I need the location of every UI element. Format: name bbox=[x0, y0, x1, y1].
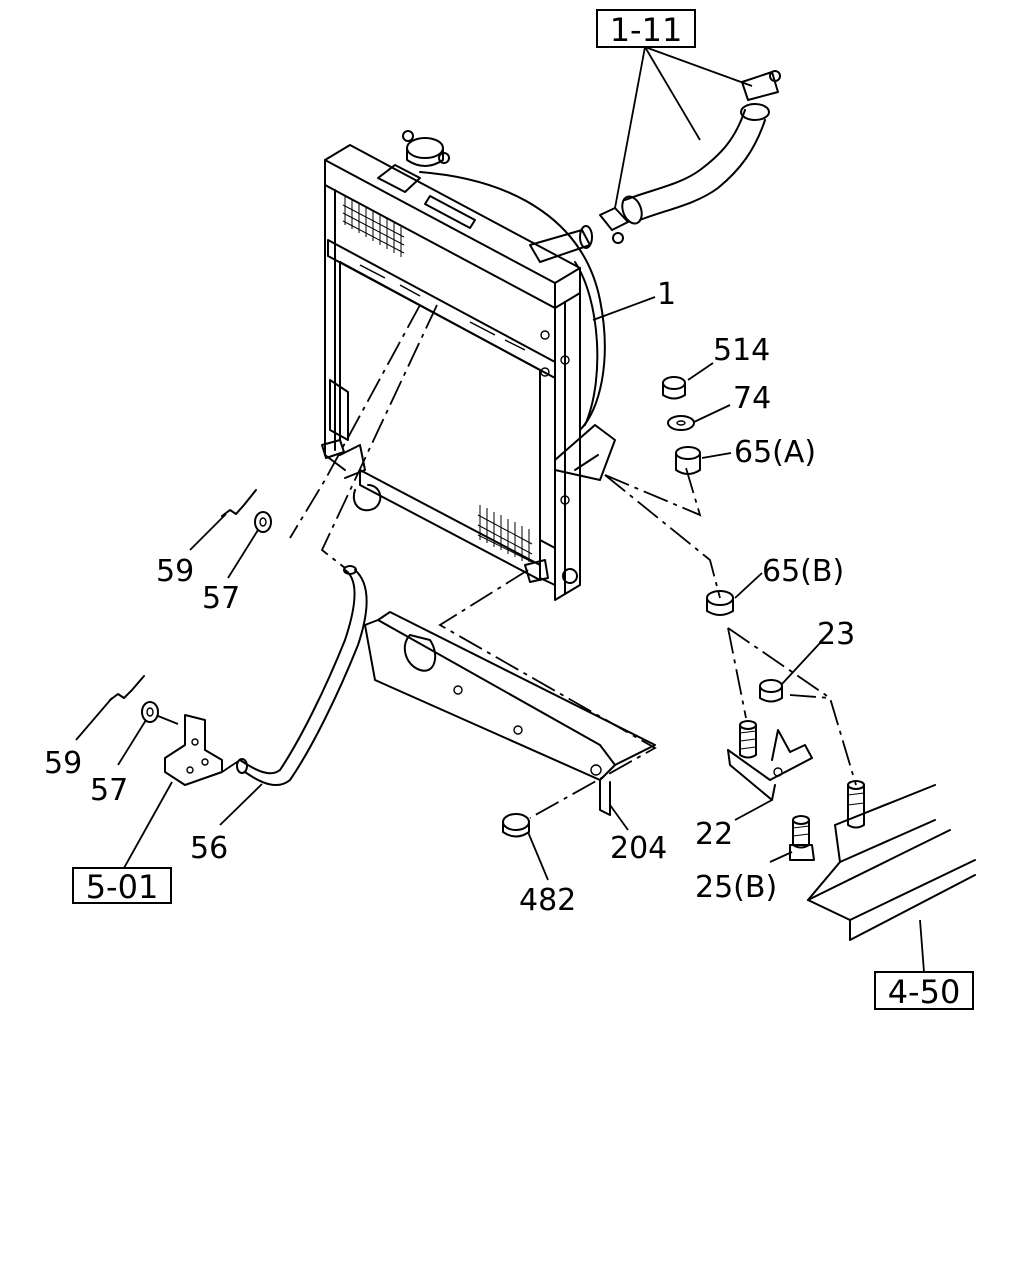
nut-23 bbox=[759, 679, 783, 703]
washer-57-upper bbox=[254, 511, 272, 533]
bracket-5-01 bbox=[164, 714, 223, 786]
ref-label-4-50: 4-50 bbox=[888, 973, 961, 1011]
callout-482: 482 bbox=[519, 883, 576, 918]
radiator-assembly bbox=[321, 130, 616, 601]
pipe-56 bbox=[236, 565, 368, 787]
washer-57-lower bbox=[141, 701, 159, 723]
ref-box-4-50[interactable]: 4-50 bbox=[874, 971, 974, 1011]
ref-label-1-11: 1-11 bbox=[610, 11, 683, 49]
callout-1: 1 bbox=[657, 277, 676, 312]
wire-59-upper bbox=[221, 489, 257, 517]
leader-lines bbox=[75, 46, 925, 973]
frame-stud bbox=[847, 780, 865, 829]
ref-box-1-11[interactable]: 1-11 bbox=[596, 9, 696, 49]
callout-57-upper: 57 bbox=[202, 581, 240, 616]
callout-65b: 65(B) bbox=[762, 554, 844, 589]
callout-25b: 25(B) bbox=[695, 870, 777, 905]
washer-74 bbox=[667, 415, 695, 431]
ref-label-5-01: 5-01 bbox=[86, 868, 159, 906]
bracket-22 bbox=[727, 720, 813, 801]
callout-23: 23 bbox=[817, 617, 855, 652]
core-fins-top bbox=[342, 195, 405, 257]
nut-514 bbox=[662, 376, 686, 400]
upper-hose-group bbox=[599, 70, 781, 244]
callout-74: 74 bbox=[733, 381, 771, 416]
vehicle-frame bbox=[807, 784, 976, 941]
callout-59-upper: 59 bbox=[156, 554, 194, 589]
core-fins-bottom bbox=[477, 505, 533, 563]
callout-514: 514 bbox=[713, 333, 770, 368]
callout-57-lower: 57 bbox=[90, 773, 128, 808]
assembly-lines bbox=[157, 304, 857, 819]
callout-65a: 65(A) bbox=[734, 435, 816, 470]
callout-56: 56 bbox=[190, 831, 228, 866]
nut-482 bbox=[502, 813, 530, 838]
wire-59-lower bbox=[109, 675, 145, 701]
ref-box-5-01[interactable]: 5-01 bbox=[72, 867, 172, 906]
callout-labels: 1 514 74 65(A) 65(B) 23 22 25(B) 204 482… bbox=[44, 277, 855, 918]
cushion-65a bbox=[675, 446, 701, 475]
lower-cover-204 bbox=[364, 611, 656, 816]
callout-59-lower: 59 bbox=[44, 746, 82, 781]
callout-204: 204 bbox=[610, 831, 667, 866]
bolt-25b bbox=[789, 815, 815, 861]
cushion-65b bbox=[706, 590, 734, 616]
callout-22: 22 bbox=[695, 817, 733, 852]
